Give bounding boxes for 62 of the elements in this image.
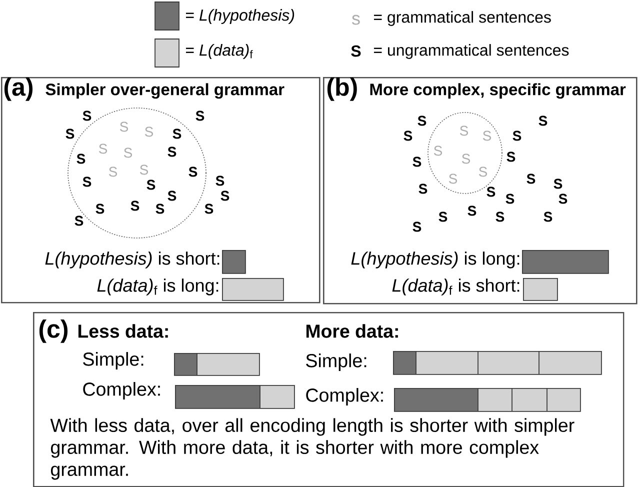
bar-label: L(data)$_{f}$ is short: bbox=[392, 278, 520, 296]
sentence-symbol: S bbox=[74, 216, 84, 226]
sentence-symbol: S bbox=[168, 146, 176, 157]
sentence-symbol: S bbox=[478, 166, 488, 177]
sentence-symbol: S bbox=[76, 154, 86, 164]
sentence-symbol: S bbox=[124, 148, 132, 158]
sentence-symbol: S bbox=[172, 128, 182, 139]
dotted-circle bbox=[68, 108, 206, 238]
bar-label: L(hypothesis) is long: bbox=[351, 252, 520, 268]
sentence-symbol: S bbox=[204, 204, 214, 214]
panel-label: (c) bbox=[39, 320, 68, 343]
sentence-symbol: S bbox=[98, 144, 108, 154]
sentence-symbol: s bbox=[352, 14, 360, 25]
legend-text: = L(data)$_{f}$ bbox=[186, 44, 253, 59]
sentence-symbol: S bbox=[526, 174, 536, 184]
sentence-symbol: S bbox=[144, 126, 154, 137]
bar-label: L(hypothesis) is short: bbox=[45, 252, 220, 268]
sentence-symbol: S bbox=[82, 110, 92, 121]
sentence-symbol: S bbox=[66, 128, 74, 139]
sentence-symbol: S bbox=[156, 204, 164, 214]
sentence-symbol: S bbox=[448, 174, 458, 184]
sentence-symbol: S bbox=[544, 212, 552, 222]
sentence-symbol: S bbox=[558, 194, 568, 204]
row-label: Complex: bbox=[83, 382, 160, 400]
sentence-symbol: S bbox=[146, 180, 156, 190]
sentence-symbol: S bbox=[506, 194, 514, 204]
row-label: Simple: bbox=[83, 352, 144, 370]
sentence-symbol: S bbox=[438, 212, 448, 222]
column-heading: More data: bbox=[306, 324, 398, 338]
sentence-symbol: S bbox=[460, 126, 468, 136]
sentence-symbol: S bbox=[168, 190, 176, 201]
sentence-symbol: S bbox=[538, 116, 548, 126]
panel-label: (b) bbox=[327, 78, 357, 101]
sentence-symbol: S bbox=[220, 190, 230, 201]
sentence-symbol: S bbox=[496, 212, 504, 222]
column-heading: Less data: bbox=[78, 324, 168, 338]
panel-title: More complex, specific grammar bbox=[370, 83, 626, 99]
sentence-symbol: S bbox=[482, 130, 492, 141]
sentence-symbol: S bbox=[434, 146, 442, 156]
row-label: Simple: bbox=[306, 354, 366, 372]
sentence-symbol: S bbox=[130, 200, 140, 211]
bar-label: L(data)$_{f}$ is long: bbox=[97, 278, 218, 296]
sentence-symbol: S bbox=[404, 130, 412, 141]
legend-text: = grammatical sentences bbox=[374, 11, 551, 26]
explanation-text: With less data, over all encoding length is shorter with simpler grammar. With more data, it is shorter with more complex grammar. bbox=[50, 418, 574, 480]
sentence-symbol: S bbox=[188, 166, 198, 177]
sentence-symbol: S bbox=[486, 186, 496, 197]
panel-label: (a) bbox=[4, 78, 32, 101]
sentence-symbol: S bbox=[412, 222, 422, 232]
sentence-symbol: S bbox=[96, 204, 104, 214]
legend-text: = ungrammatical sentences bbox=[374, 44, 569, 59]
legend-text: = L(hypothesis) bbox=[186, 9, 294, 24]
sentence-symbol: S bbox=[351, 45, 361, 57]
sentence-symbol: S bbox=[82, 176, 92, 187]
sentence-symbol: S bbox=[140, 164, 148, 175]
sentence-symbol: S bbox=[462, 154, 470, 164]
row-label: Complex: bbox=[306, 388, 383, 406]
sentence-symbol: S bbox=[554, 178, 562, 189]
sentence-symbol: S bbox=[196, 110, 204, 121]
sentence-symbol: S bbox=[108, 166, 118, 177]
sentence-symbol: S bbox=[120, 122, 128, 132]
panel-title: Simpler over-general grammar bbox=[46, 83, 284, 99]
